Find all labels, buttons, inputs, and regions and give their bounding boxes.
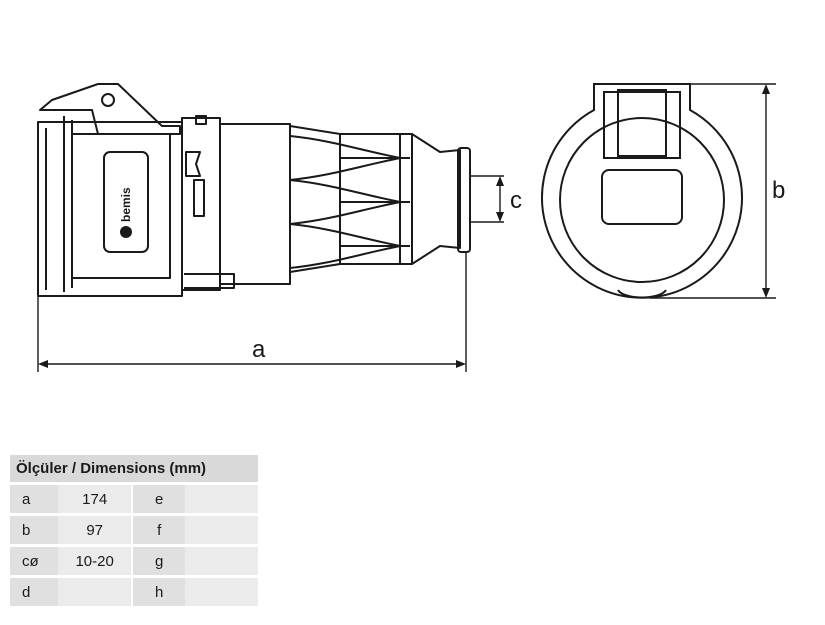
collar-slot	[193, 179, 205, 217]
lid-handle	[617, 89, 667, 157]
brand-logo-icon	[120, 226, 132, 238]
dimension-key: e	[132, 485, 186, 513]
socket-body	[72, 133, 171, 279]
side-view	[37, 83, 471, 297]
column-gap	[130, 578, 133, 606]
brand-text: bemis	[119, 187, 133, 222]
lid-hinge	[101, 93, 115, 107]
brand-logo: bemis	[119, 187, 133, 238]
table-header: Ölçüler / Dimensions (mm)	[10, 455, 258, 482]
cable-gland	[289, 125, 461, 273]
table-row: cø 10-20 g	[10, 547, 258, 575]
collar-base	[184, 273, 235, 289]
technical-drawing: a c b bemis	[37, 83, 785, 372]
dimension-key: cø	[10, 547, 59, 575]
dimension-value	[185, 485, 258, 513]
column-gap	[130, 485, 133, 513]
dimension-value: 174	[58, 485, 131, 513]
table-row: a 174 e	[10, 485, 258, 513]
dimension-b	[650, 83, 776, 299]
front-lid	[603, 91, 681, 159]
dimension-value: 10-20	[58, 547, 131, 575]
front-bottom-tab	[617, 289, 667, 299]
table-header-row: Ölçüler / Dimensions (mm)	[10, 455, 258, 482]
dimension-label-b: b	[772, 177, 785, 204]
column-gap	[130, 516, 133, 544]
dimension-value	[58, 578, 131, 606]
front-inner-ring	[559, 117, 725, 283]
dimension-key: g	[132, 547, 186, 575]
dimension-key: a	[10, 485, 59, 513]
socket-front-edges	[45, 116, 73, 292]
gland-lines	[339, 134, 413, 264]
socket-collar	[181, 117, 221, 291]
grip-body	[219, 123, 291, 285]
front-label-window	[601, 169, 683, 225]
column-gap	[130, 547, 133, 575]
front-view	[541, 83, 743, 299]
collar-tab	[195, 115, 207, 125]
dimension-key: b	[10, 516, 59, 544]
collar-latch	[185, 151, 201, 177]
dimension-label-a: a	[252, 336, 266, 363]
dimension-value	[185, 578, 258, 606]
socket-lid	[39, 83, 181, 135]
dimensions-table: Ölçüler / Dimensions (mm) a 174 e b 97 f…	[10, 452, 258, 609]
dimension-a	[37, 252, 467, 372]
dimension-value	[185, 516, 258, 544]
label-panel	[103, 151, 149, 253]
dimension-c	[470, 175, 504, 223]
dimension-key: h	[132, 578, 186, 606]
socket-front-frame	[37, 121, 183, 297]
gland-rings	[340, 157, 410, 247]
dimension-key: d	[10, 578, 59, 606]
table-row: d h	[10, 578, 258, 606]
cable-entry	[457, 147, 471, 253]
dimension-value	[185, 547, 258, 575]
dimension-value: 97	[58, 516, 131, 544]
table-row: b 97 f	[10, 516, 258, 544]
front-outline	[541, 83, 743, 299]
dimension-key: f	[132, 516, 186, 544]
dimension-label-c: c	[510, 187, 522, 214]
